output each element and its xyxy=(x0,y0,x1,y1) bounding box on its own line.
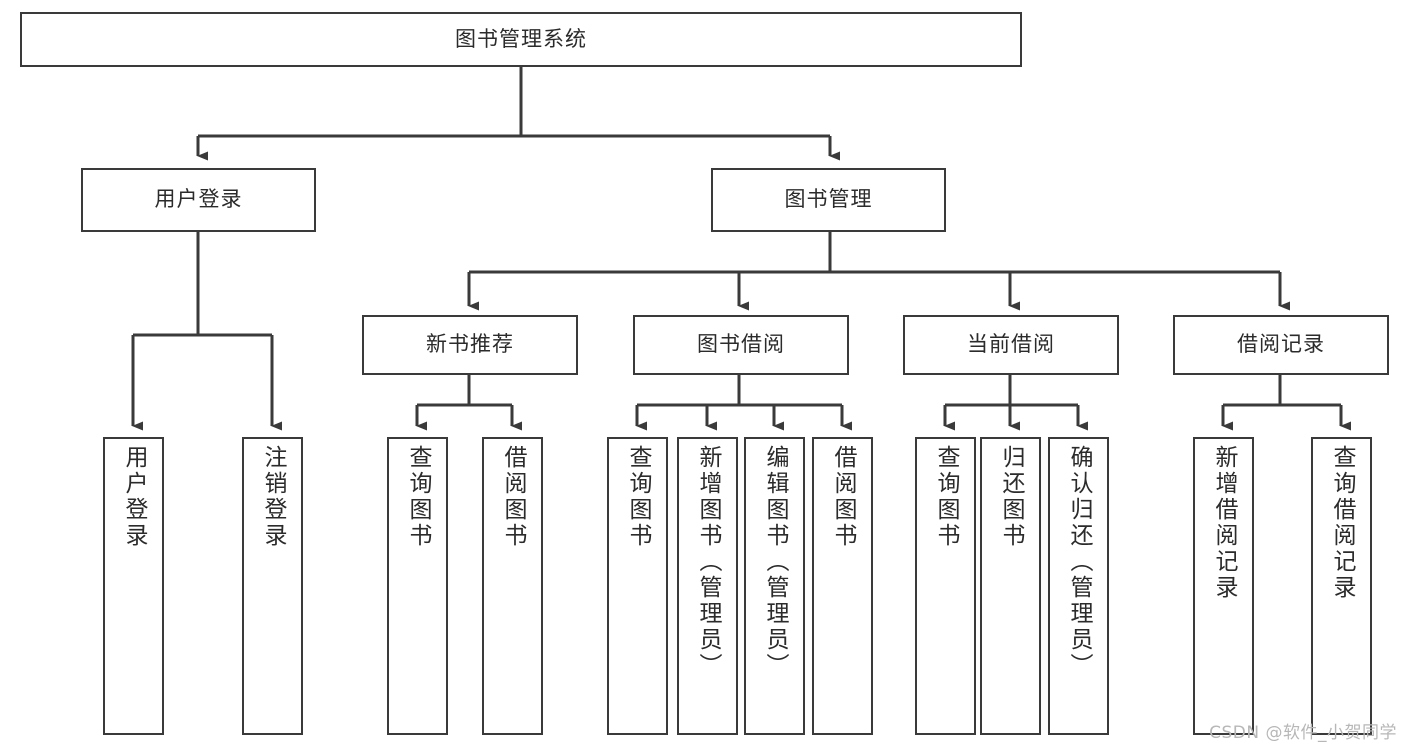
leaf-new-book-borrow-books[interactable]: 借阅图书 xyxy=(482,437,543,735)
node-label: 查询图书 xyxy=(933,445,959,549)
node-label: 图书管理 xyxy=(784,187,873,212)
node-book-borrow[interactable]: 图书借阅 xyxy=(633,315,849,375)
leaf-borrow-record-add-record[interactable]: 新增借阅记录 xyxy=(1193,437,1254,735)
node-user-login[interactable]: 用户登录 xyxy=(81,168,316,232)
node-label: 注销登录 xyxy=(260,445,286,549)
node-book-management-system[interactable]: 图书管理系统 xyxy=(20,12,1022,67)
leaf-current-borrow-confirm-return-admin[interactable]: 确认归还（管理员） xyxy=(1048,437,1109,735)
watermark-text: CSDN @软件_小贺同学 xyxy=(1209,723,1397,743)
node-current-borrow[interactable]: 当前借阅 xyxy=(903,315,1119,375)
node-label: 当前借阅 xyxy=(967,332,1055,357)
node-label: 确认归还（管理员） xyxy=(1066,445,1092,679)
leaf-book-borrow-query-books[interactable]: 查询图书 xyxy=(607,437,668,735)
node-label: 查询图书 xyxy=(625,445,651,549)
node-label: 图书借阅 xyxy=(697,332,785,357)
node-label: 用户登录 xyxy=(121,445,147,549)
node-label: 查询图书 xyxy=(405,445,431,549)
node-book-management[interactable]: 图书管理 xyxy=(711,168,946,232)
node-label: 编辑图书（管理员） xyxy=(762,445,788,679)
node-label: 借阅图书 xyxy=(500,445,526,549)
node-label: 借阅图书 xyxy=(830,445,856,549)
leaf-user-login-logout[interactable]: 注销登录 xyxy=(242,437,303,735)
leaf-user-login-login[interactable]: 用户登录 xyxy=(103,437,164,735)
node-label: 借阅记录 xyxy=(1237,332,1325,357)
node-new-book-recommend[interactable]: 新书推荐 xyxy=(362,315,578,375)
leaf-book-borrow-edit-book-admin[interactable]: 编辑图书（管理员） xyxy=(744,437,805,735)
leaf-borrow-record-query-record[interactable]: 查询借阅记录 xyxy=(1311,437,1372,735)
leaf-current-borrow-query-books[interactable]: 查询图书 xyxy=(915,437,976,735)
node-label: 新增借阅记录 xyxy=(1211,445,1237,601)
node-label: 查询借阅记录 xyxy=(1329,445,1355,601)
node-borrow-record[interactable]: 借阅记录 xyxy=(1173,315,1389,375)
node-label: 新增图书（管理员） xyxy=(695,445,721,679)
leaf-book-borrow-add-book-admin[interactable]: 新增图书（管理员） xyxy=(677,437,738,735)
leaf-current-borrow-return-books[interactable]: 归还图书 xyxy=(980,437,1041,735)
node-label: 图书管理系统 xyxy=(455,26,587,51)
node-label: 用户登录 xyxy=(154,187,243,212)
node-label: 归还图书 xyxy=(998,445,1024,549)
leaf-book-borrow-borrow-books[interactable]: 借阅图书 xyxy=(812,437,873,735)
leaf-new-book-query-books[interactable]: 查询图书 xyxy=(387,437,448,735)
node-label: 新书推荐 xyxy=(426,332,514,357)
